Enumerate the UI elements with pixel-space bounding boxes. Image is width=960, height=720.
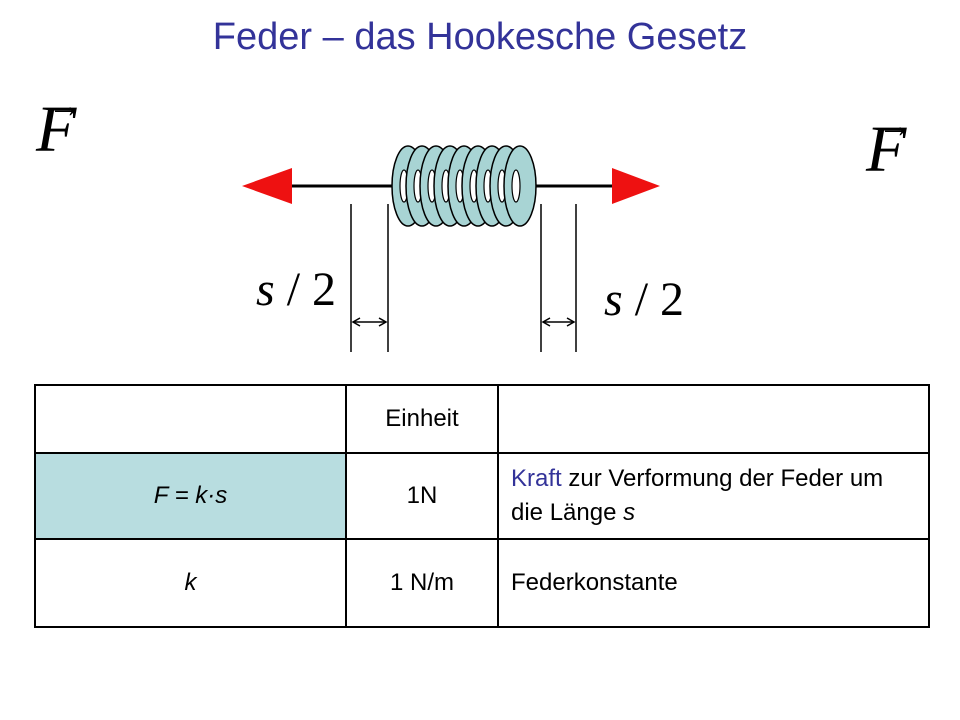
header-cell-unit: Einheit <box>345 384 499 454</box>
vector-arrow-icon: → <box>878 108 912 145</box>
table-header-row: Einheit <box>34 384 930 454</box>
table-row: F = k·s 1N Kraft zur Verformung der Fede… <box>34 452 930 540</box>
force-symbol: F <box>36 93 77 166</box>
description-cell: Kraft zur Verformung der Feder um die Lä… <box>497 452 930 540</box>
spring-coils <box>391 145 537 227</box>
force-arrow-left-icon <box>242 168 292 204</box>
force-symbol: F <box>866 113 907 186</box>
unit-cell: 1 N/m <box>345 538 499 628</box>
spring-coil-hole <box>511 169 521 203</box>
displacement-left-label: s / 2 <box>256 263 337 316</box>
extension-arrow-left-icon <box>351 317 388 327</box>
extension-arrow-right-icon <box>541 317 576 327</box>
displacement-right-label: s / 2 <box>604 273 685 326</box>
spring-diagram <box>242 145 660 352</box>
symbol-cell: k <box>34 538 347 628</box>
description-variable: s <box>623 499 636 526</box>
description-accent: Kraft <box>511 465 562 492</box>
vector-arrow-icon: → <box>48 88 82 125</box>
force-right-label: → F <box>866 108 912 188</box>
unit-cell: 1N <box>345 452 499 540</box>
units-table: Einheit F = k·s 1N Kraft zur Verformung … <box>34 384 930 628</box>
header-cell-formula <box>34 384 347 454</box>
formula-cell: F = k·s <box>34 452 347 540</box>
header-cell-description <box>497 384 930 454</box>
force-left-label: → F <box>36 88 82 168</box>
page-title: Feder – das Hookesche Gesetz <box>212 16 748 58</box>
description-cell: Federkonstante <box>497 538 930 628</box>
description-text: zur Verformung der Feder um die Länge <box>511 465 884 526</box>
force-arrow-right-icon <box>612 168 660 204</box>
table-row: k 1 N/m Federkonstante <box>34 538 930 628</box>
